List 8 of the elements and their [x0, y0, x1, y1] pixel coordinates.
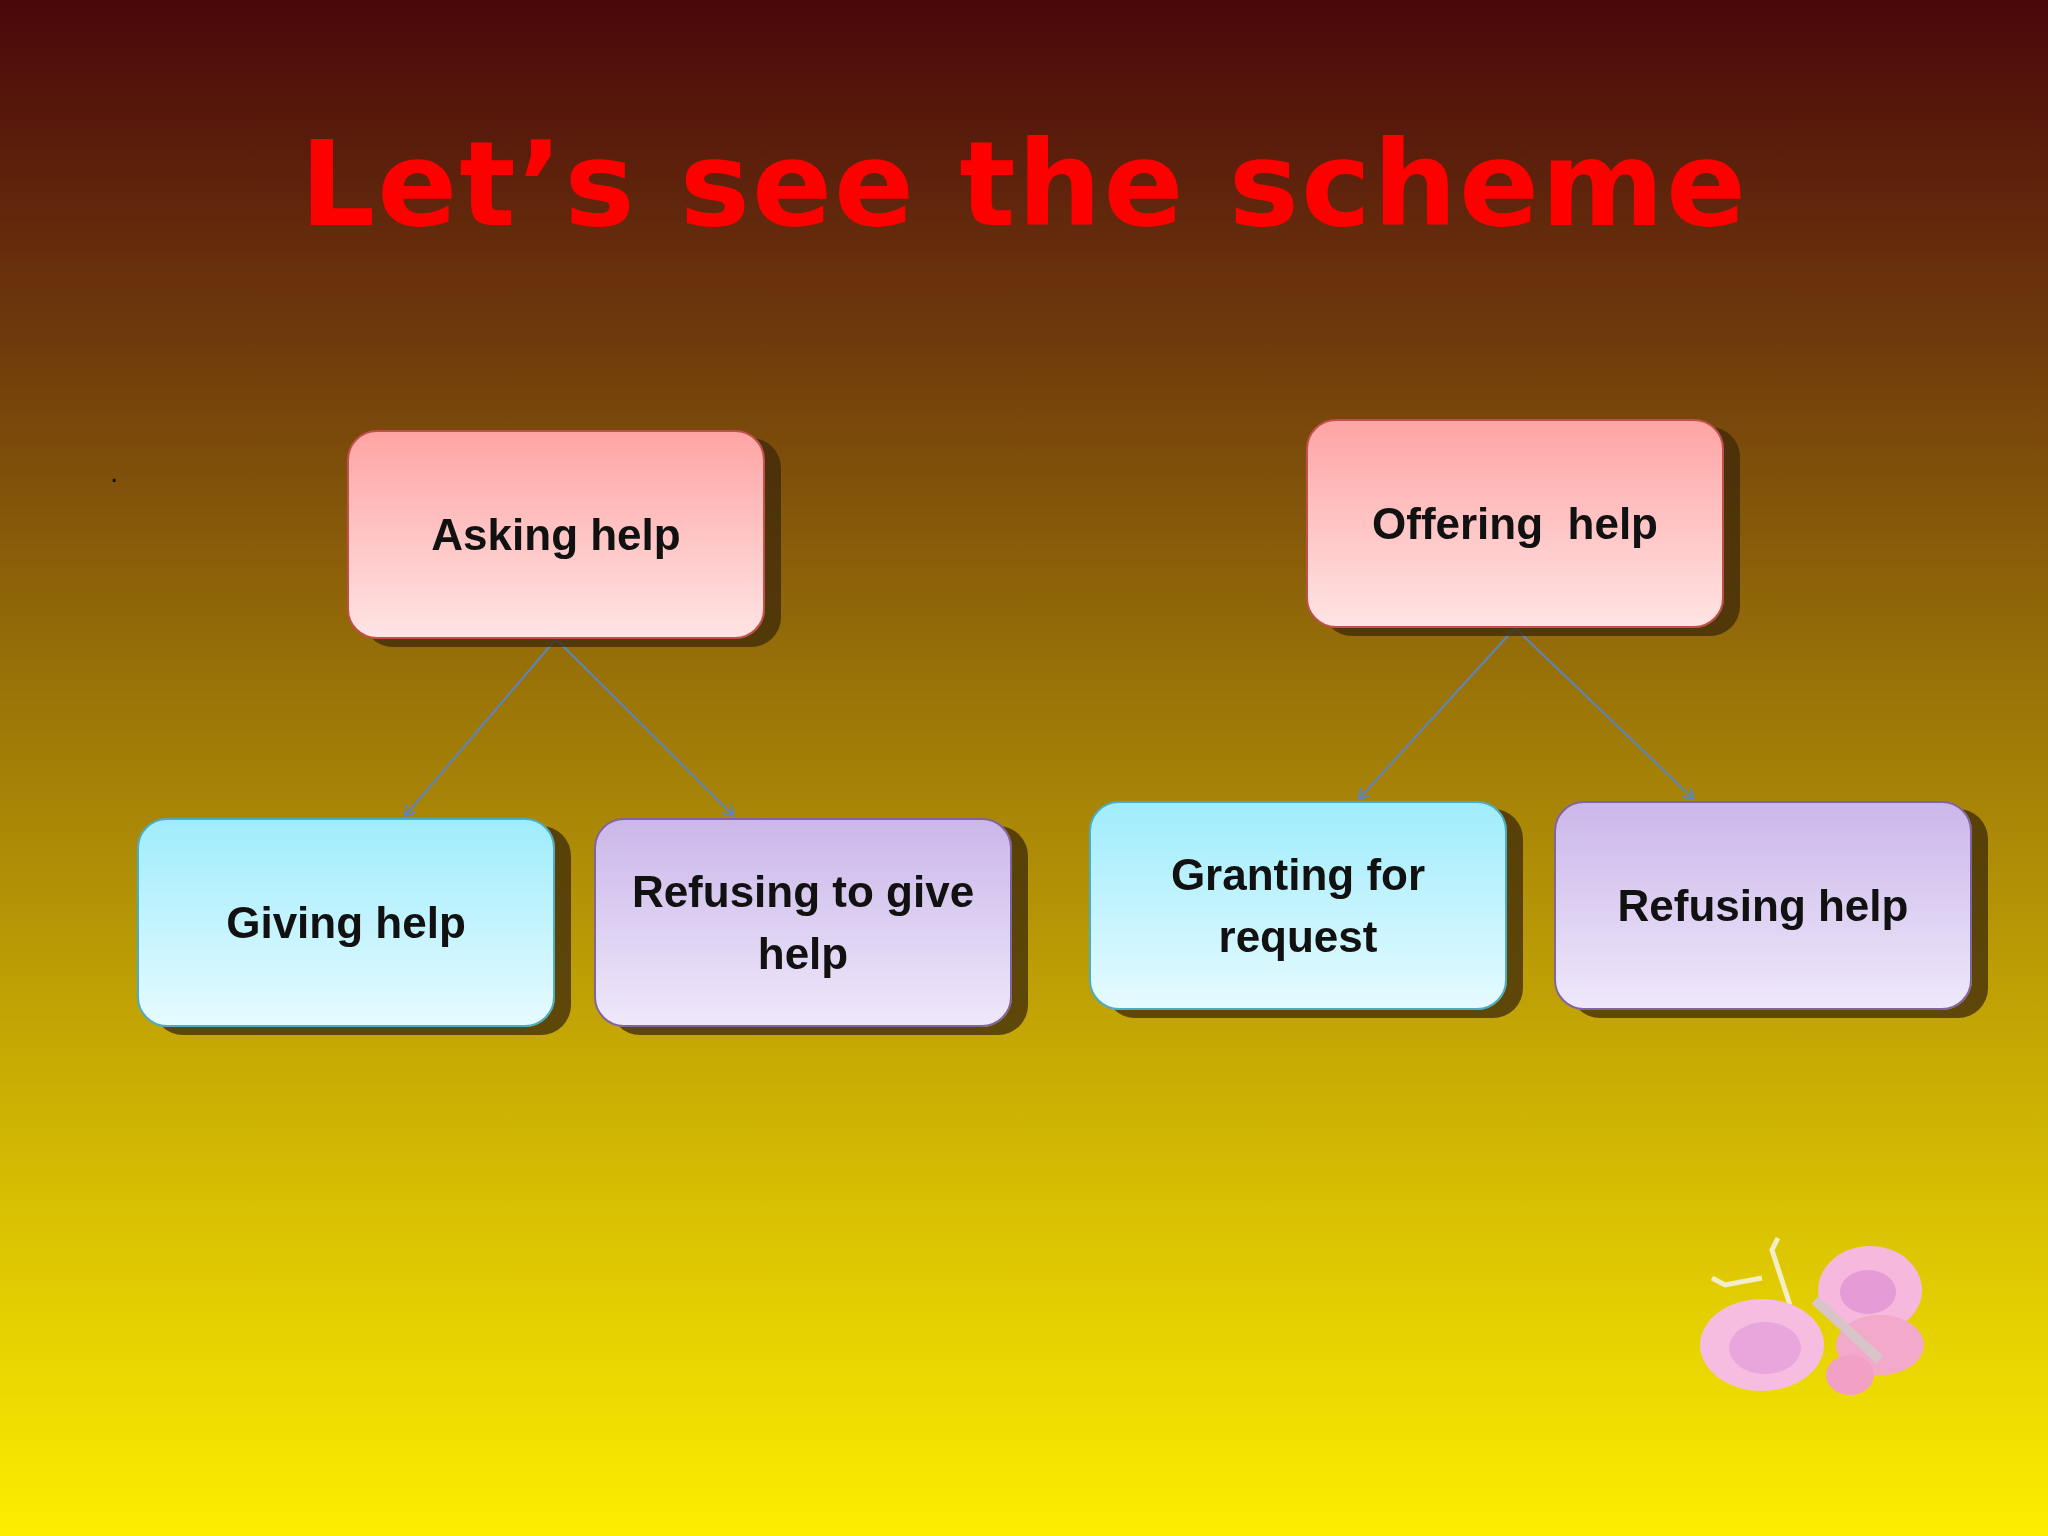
box-label: Granting for request — [1169, 848, 1427, 963]
box-label: Giving help — [226, 896, 466, 949]
box-label: Offering help — [1372, 497, 1658, 550]
box-label: Refusing help — [1617, 879, 1909, 932]
box-label: Asking help — [431, 508, 681, 561]
slide-title: Let’s see the scheme — [300, 120, 1748, 250]
dot-mark: . — [110, 455, 119, 489]
box-label: Refusing to give help — [630, 865, 976, 980]
